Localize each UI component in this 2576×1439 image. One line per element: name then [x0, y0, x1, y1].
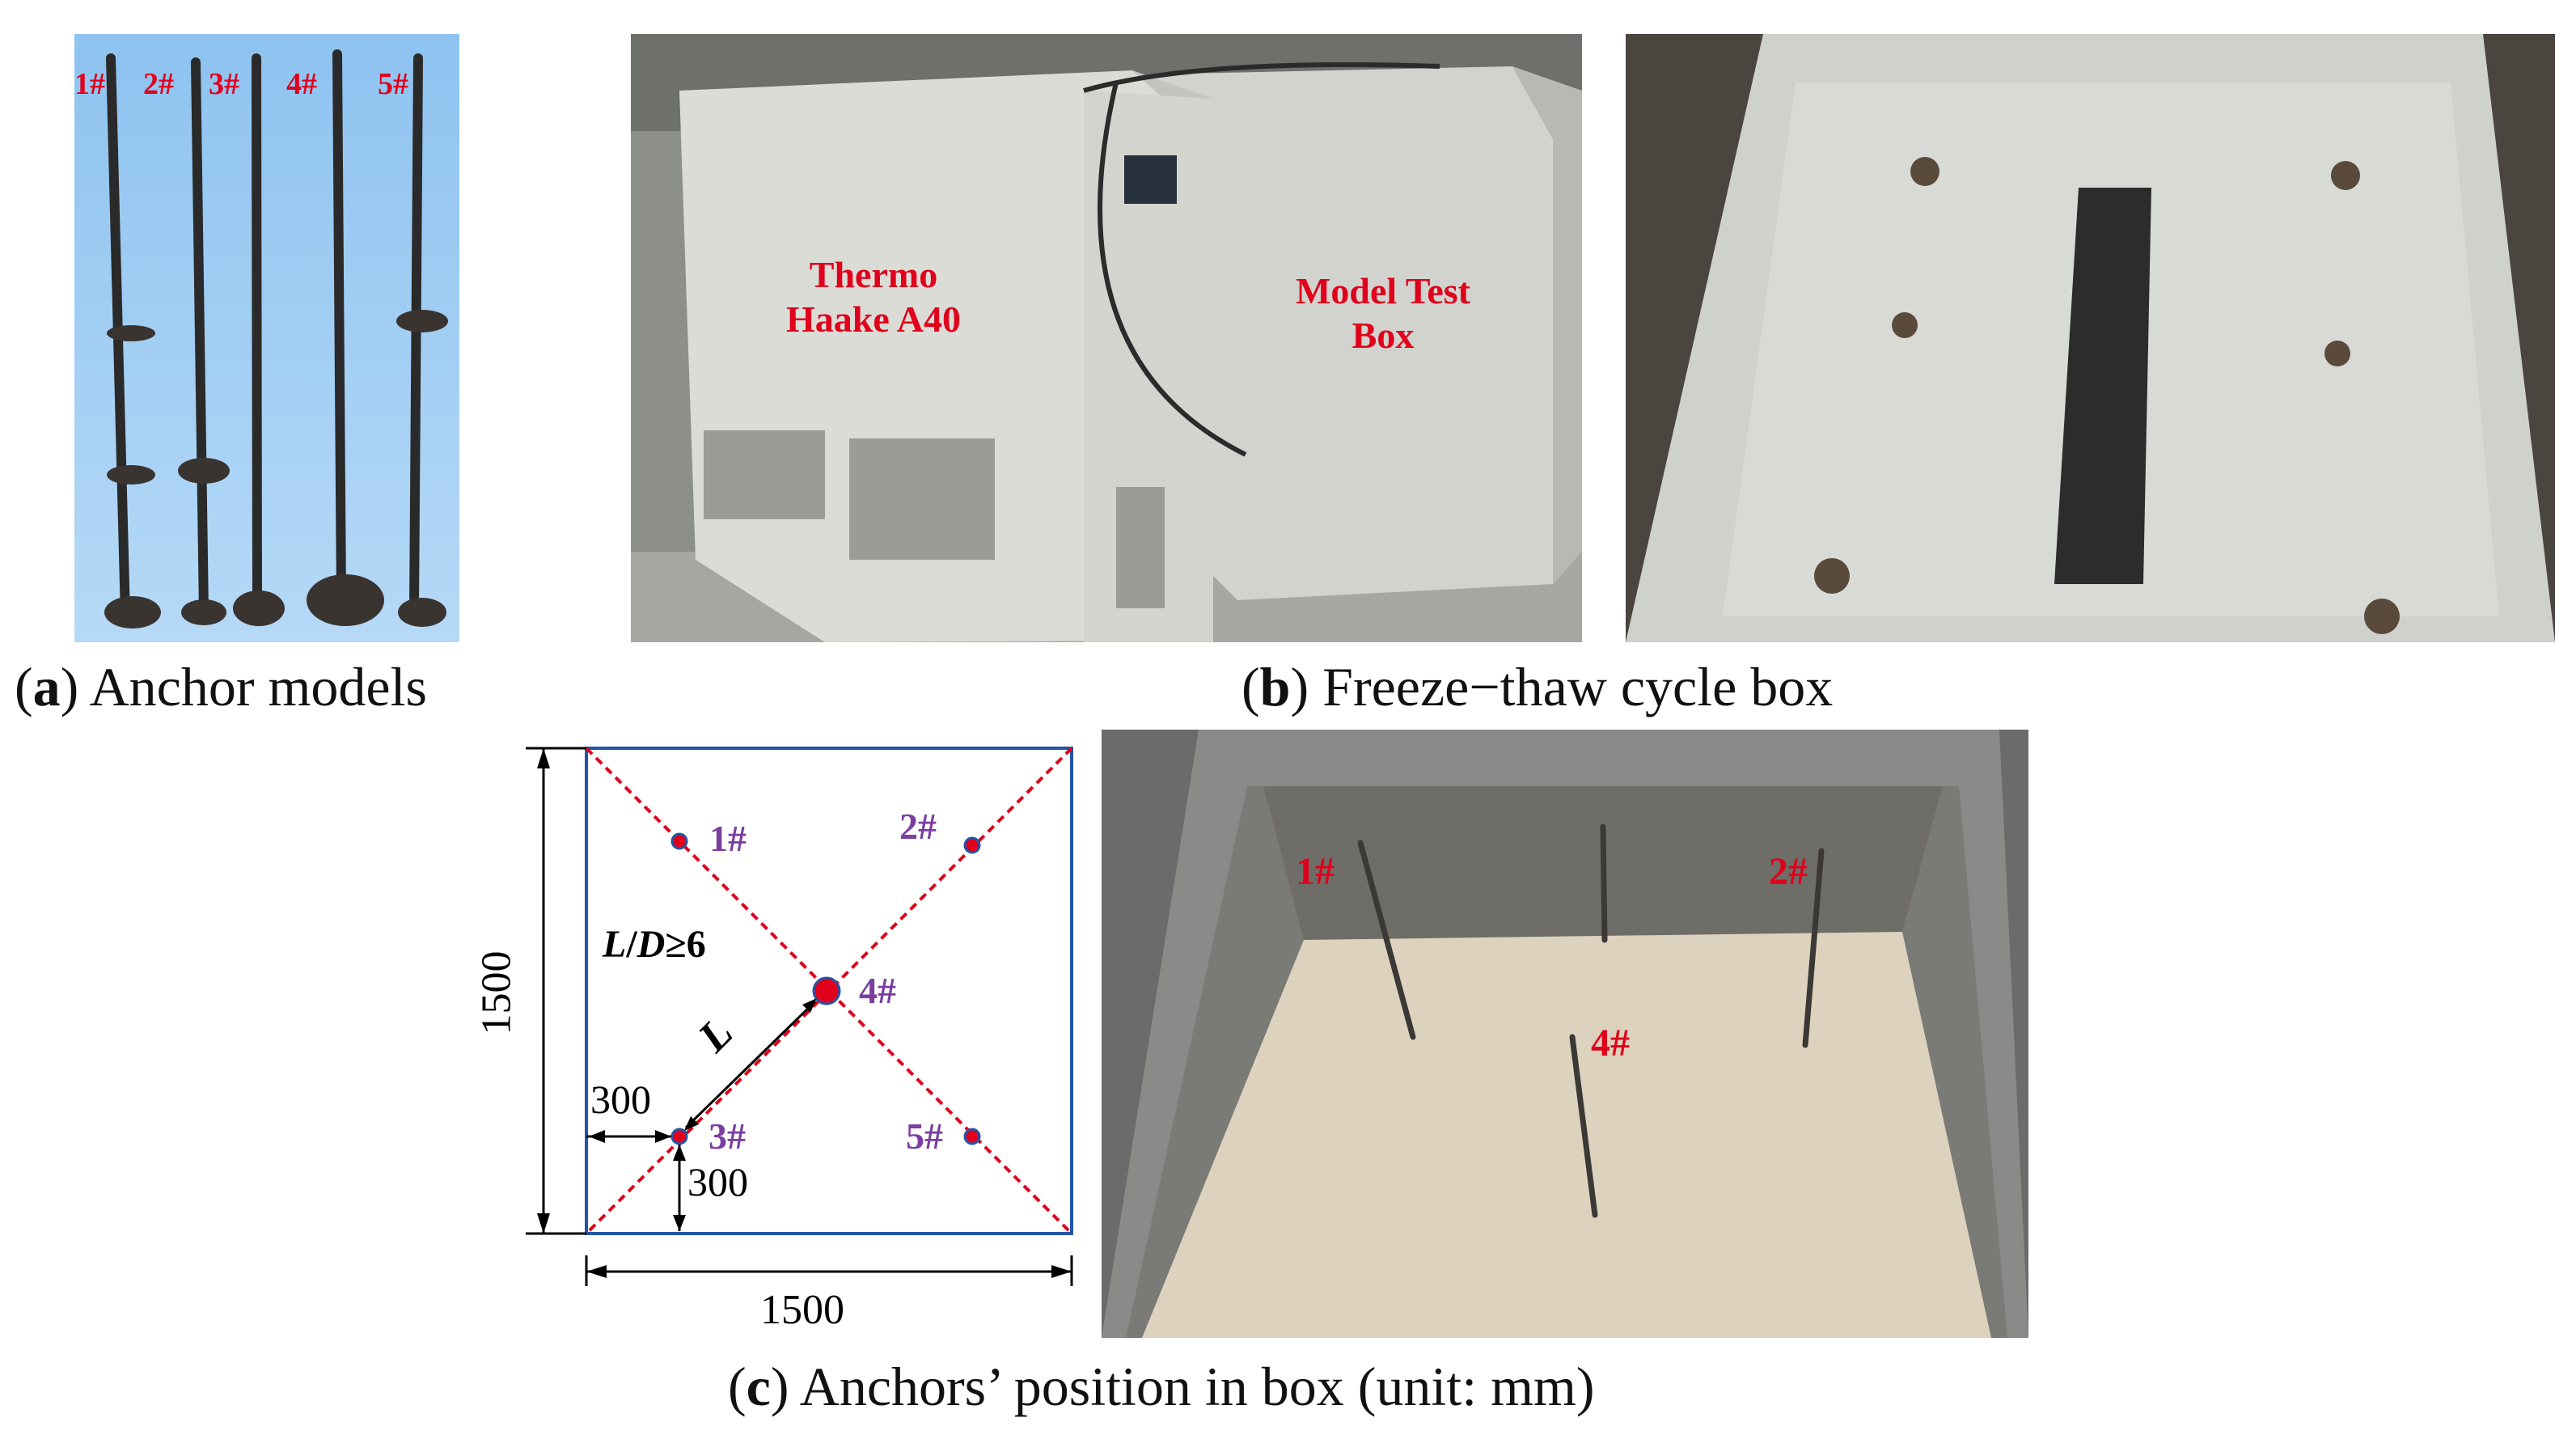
length-arrow-head: [802, 998, 817, 1013]
diagram-label-5: 5#: [906, 1115, 943, 1157]
thermo-haake-label: Thermo Haake A40: [728, 252, 1019, 341]
box-lid-photo: [1626, 34, 2555, 642]
anchor-label-4: 4#: [286, 67, 317, 101]
diagonal-line: [585, 747, 1073, 1235]
diagram-label-1: 1#: [709, 818, 747, 859]
box-outline: [585, 747, 1073, 1235]
anchor-models-photo: 1# 2# 3# 4# 5#: [74, 34, 459, 642]
ratio-label: L/D≥6: [603, 923, 706, 966]
anchor-point-4: [812, 976, 841, 1005]
anchor-label-5: 5#: [378, 67, 408, 101]
diagram-label-3: 3#: [709, 1115, 746, 1157]
model-test-box-line1: Model Test: [1296, 270, 1470, 311]
caption-c: (c) Anchors’ position in box (unit: mm): [728, 1356, 1595, 1417]
dim-left-label: 1500: [477, 950, 520, 1035]
offset-x-label: 300: [590, 1077, 651, 1122]
thermo-haake-line1: Thermo: [809, 254, 938, 295]
offset-y-label: 300: [687, 1159, 748, 1204]
anchor-points: [670, 832, 981, 1145]
anchor-point-5: [963, 1128, 981, 1145]
box-interior-photo: 1# 2# 4#: [1102, 730, 2028, 1338]
photo-label-4: 4#: [1591, 1022, 1630, 1064]
dim-bottom-label: 1500: [760, 1287, 844, 1333]
anchor-label-2: 2#: [143, 67, 174, 101]
caption-b: (b) Freeze−thaw cycle box: [1241, 656, 1834, 717]
model-test-box-label: Model Test Box: [1262, 269, 1504, 358]
freeze-thaw-box-photo: Thermo Haake A40 Model Test Box: [631, 34, 1582, 642]
length-arrow-tail: [684, 1116, 699, 1131]
diagram-label-4: 4#: [859, 970, 896, 1011]
anchor-point-3: [670, 1128, 688, 1145]
model-test-box-line2: Box: [1351, 315, 1415, 357]
anchor-label-1: 1#: [74, 67, 105, 101]
anchor-label-3: 3#: [209, 67, 239, 101]
photo-label-1: 1#: [1296, 850, 1335, 893]
anchor-position-diagram: 1# 2# 4# 3# 5# L/D≥6 L 1500 1500 300 300: [477, 728, 1092, 1343]
length-arrow: [684, 1000, 817, 1129]
diagonal-line: [585, 747, 1073, 1235]
photo-label-2: 2#: [1769, 850, 1808, 893]
diagram-label-2: 2#: [899, 806, 937, 847]
caption-a: (a) Anchor models: [15, 656, 427, 717]
thermo-haake-line2: Haake A40: [786, 298, 961, 341]
anchor-point-1: [670, 832, 688, 850]
anchor-point-2: [963, 836, 981, 854]
